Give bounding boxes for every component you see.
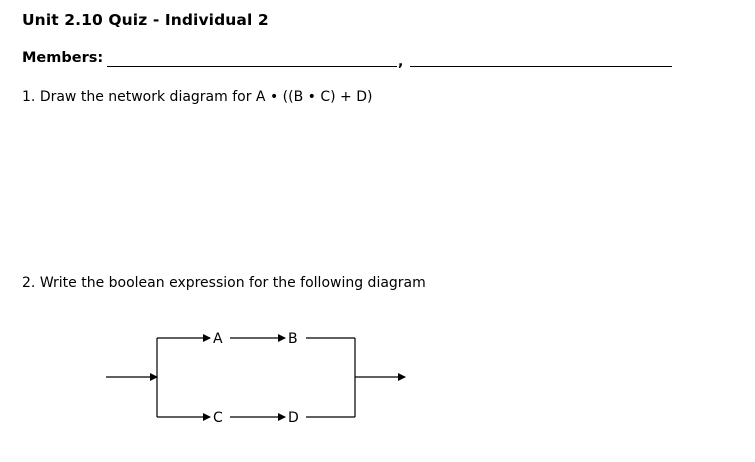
question-1-answer-area[interactable] (22, 118, 722, 258)
network-diagram: A B C D (106, 331, 406, 426)
node-b-label: B (288, 331, 298, 347)
question-2: 2. Write the boolean expression for the … (22, 275, 426, 291)
node-c-label: C (213, 410, 223, 426)
question-2-number: 2. (22, 275, 36, 291)
members-comma: , (398, 54, 404, 70)
members-label: Members: (22, 50, 104, 66)
member-1-blank[interactable] (107, 66, 397, 67)
member-2-blank[interactable] (410, 66, 672, 67)
node-d-label: D (288, 410, 299, 426)
question-1: 1. Draw the network diagram for A • ((B … (22, 89, 372, 105)
quiz-title: Unit 2.10 Quiz - Individual 2 (22, 11, 269, 29)
question-1-number: 1. (22, 89, 36, 105)
question-1-text: Draw the network diagram for A • ((B • C… (39, 89, 373, 105)
node-a-label: A (213, 331, 223, 347)
question-2-text: Write the boolean expression for the fol… (39, 275, 426, 291)
